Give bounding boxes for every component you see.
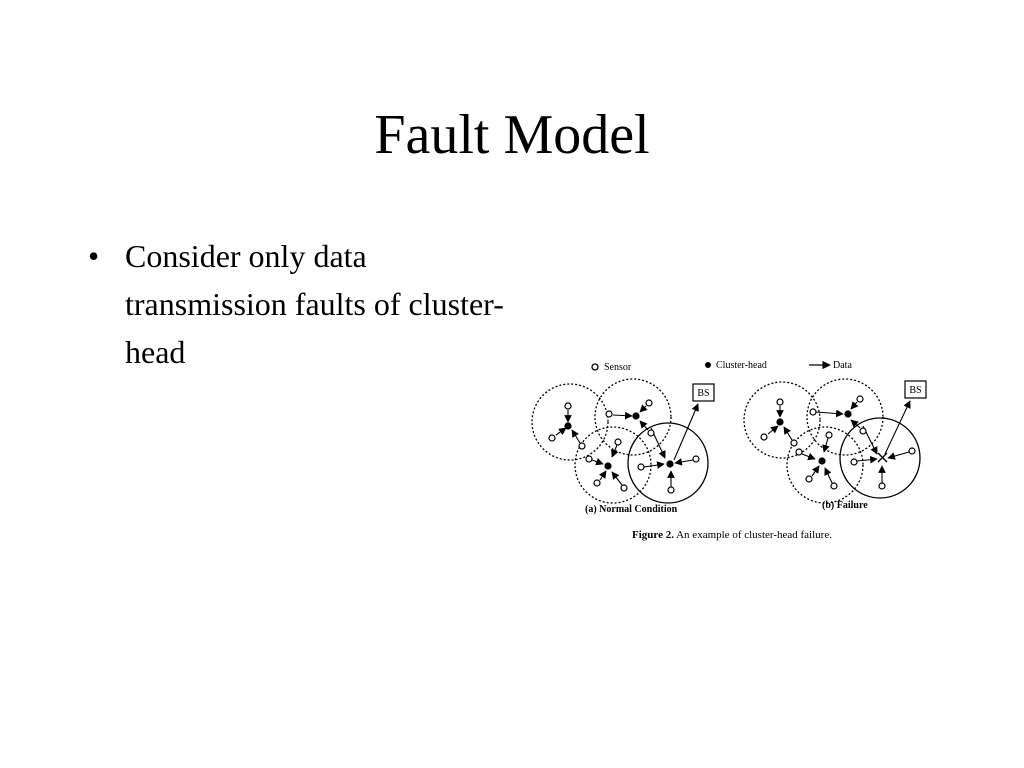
panel-a-label: (a) Normal Condition	[585, 504, 678, 515]
sensor-nodes	[548, 399, 700, 494]
data-arrows	[555, 403, 699, 487]
cluster-head-legend-icon	[705, 362, 711, 368]
cluster-range	[594, 378, 672, 456]
figure-caption-text: An example of cluster-head failure.	[674, 529, 832, 541]
cluster-range	[806, 378, 884, 456]
base-station-label: BS	[697, 388, 709, 399]
figure-caption-number: Figure 2.	[632, 529, 674, 541]
panel-normal-condition: BS	[531, 378, 715, 515]
sensor-nodes	[760, 395, 916, 490]
panel-failure: BS	[743, 378, 927, 511]
failed-cluster-head-icon	[877, 452, 888, 463]
bullet-text: Consider only data transmission faults o…	[125, 238, 504, 370]
panel-b-label: (b) Failure	[822, 500, 868, 511]
figure-caption: Figure 2. An example of cluster-head fai…	[632, 529, 832, 541]
cluster-range	[743, 381, 821, 459]
base-station-icon	[904, 380, 927, 399]
data-arrows	[767, 400, 911, 484]
cluster-head-nodes	[776, 410, 852, 465]
cluster-head-nodes	[564, 412, 674, 470]
failed-cluster-range	[839, 417, 921, 499]
legend-cluster-head-label: Cluster-head	[716, 360, 767, 371]
legend: Sensor Cluster-head Data	[591, 360, 852, 373]
cluster-head-failure-figure: Sensor Cluster-head Data BS	[520, 350, 940, 550]
cluster-range	[574, 426, 652, 504]
slide-title: Fault Model	[374, 104, 650, 166]
base-station-label: BS	[909, 385, 921, 396]
cluster-range	[531, 383, 609, 461]
failed-cluster-range	[627, 422, 709, 504]
base-station-icon	[692, 383, 715, 402]
bullet-icon: •	[88, 238, 100, 274]
bullet-item: • Consider only data transmission faults…	[88, 232, 508, 376]
network-diagram: Sensor Cluster-head Data BS	[531, 360, 927, 541]
bullet-list: • Consider only data transmission faults…	[88, 232, 508, 376]
sensor-legend-icon	[591, 363, 599, 371]
cluster-range	[786, 426, 864, 504]
legend-sensor-label: Sensor	[604, 362, 632, 373]
legend-data-label: Data	[833, 360, 852, 371]
